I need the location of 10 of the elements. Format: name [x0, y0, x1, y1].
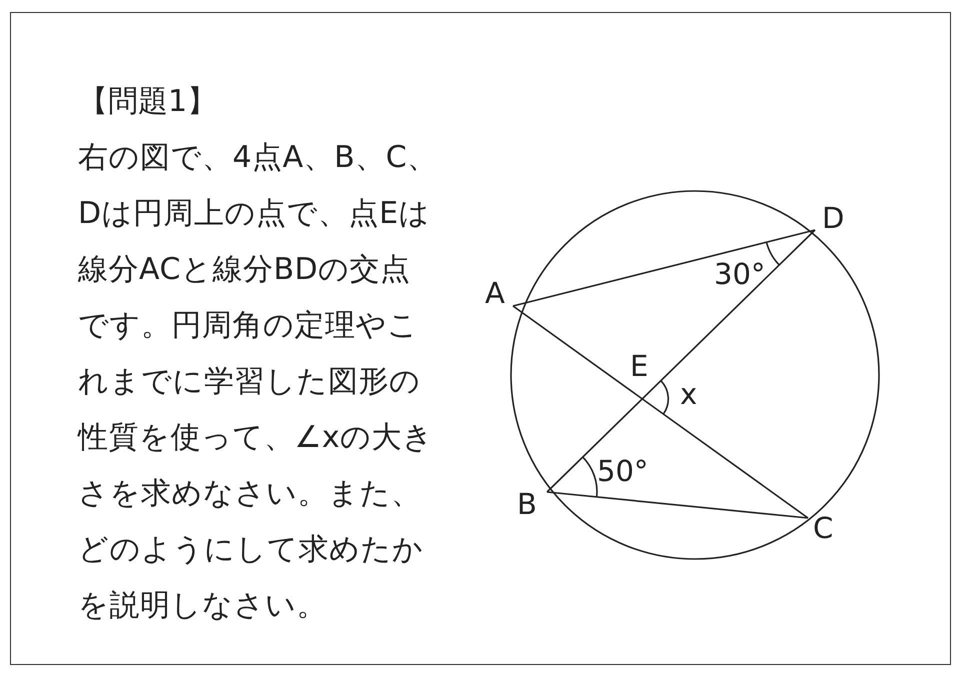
- problem-text: 右の図で、4点A、B、C、Dは円周上の点で、点Eは線分ACと線分BDの交点です。円周角の定理やこれまでに学習した図形の性質を使って、∠xの大きさを求めなさい。また、どのようにして求めたかを説明しなさい。: [78, 139, 439, 625]
- point-label: E: [630, 350, 648, 382]
- angle-label: 30°: [714, 258, 766, 290]
- problem-heading: 【問題1】: [78, 83, 218, 121]
- point-label: D: [822, 202, 844, 234]
- point-label: C: [813, 512, 834, 544]
- point-label: A: [485, 277, 505, 309]
- angle-label: 50°: [597, 455, 648, 487]
- angle-label: x: [680, 378, 698, 410]
- point-label: B: [517, 488, 537, 520]
